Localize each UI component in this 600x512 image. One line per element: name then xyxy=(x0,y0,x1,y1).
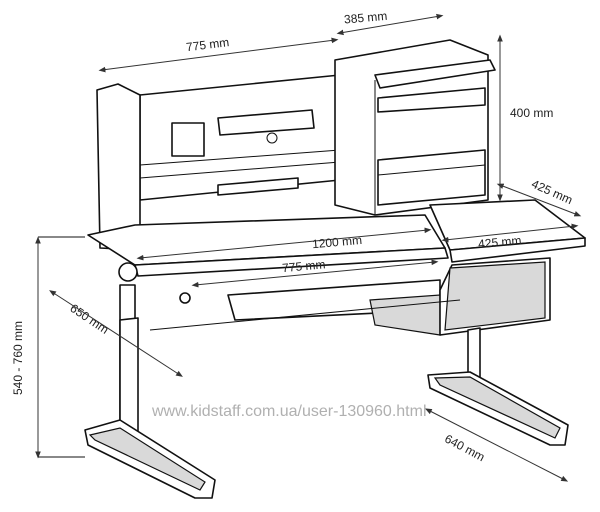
label-tower-width: 385 mm xyxy=(343,9,387,27)
arrow-right-top-width xyxy=(441,223,579,243)
label-tower-height: 400 mm xyxy=(510,106,553,120)
label-hutch-width: 775 mm xyxy=(185,35,230,54)
arrow-desk-depth xyxy=(49,290,183,377)
hutch-tower xyxy=(334,39,496,216)
arrow-desk-width xyxy=(136,227,432,261)
watermark: www.kidstaff.com.ua/user-130960.html xyxy=(151,403,427,420)
hutch xyxy=(96,74,341,251)
label-right-top-width: 425 mm xyxy=(478,233,522,251)
arrow-base-length xyxy=(424,408,569,482)
label-desk-width: 1200 mm xyxy=(311,233,362,251)
desk-top xyxy=(87,199,586,336)
label-desk-depth: 650 mm xyxy=(68,301,112,337)
label-height-range: 540 - 760 mm xyxy=(11,321,25,395)
arrow-hutch-width xyxy=(98,37,339,73)
arrow-tower-depth xyxy=(496,183,582,217)
arrow-tower-width xyxy=(336,13,444,36)
arrow-tilt-top-width xyxy=(191,259,439,288)
label-tilt-top-width: 775 mm xyxy=(282,257,326,275)
